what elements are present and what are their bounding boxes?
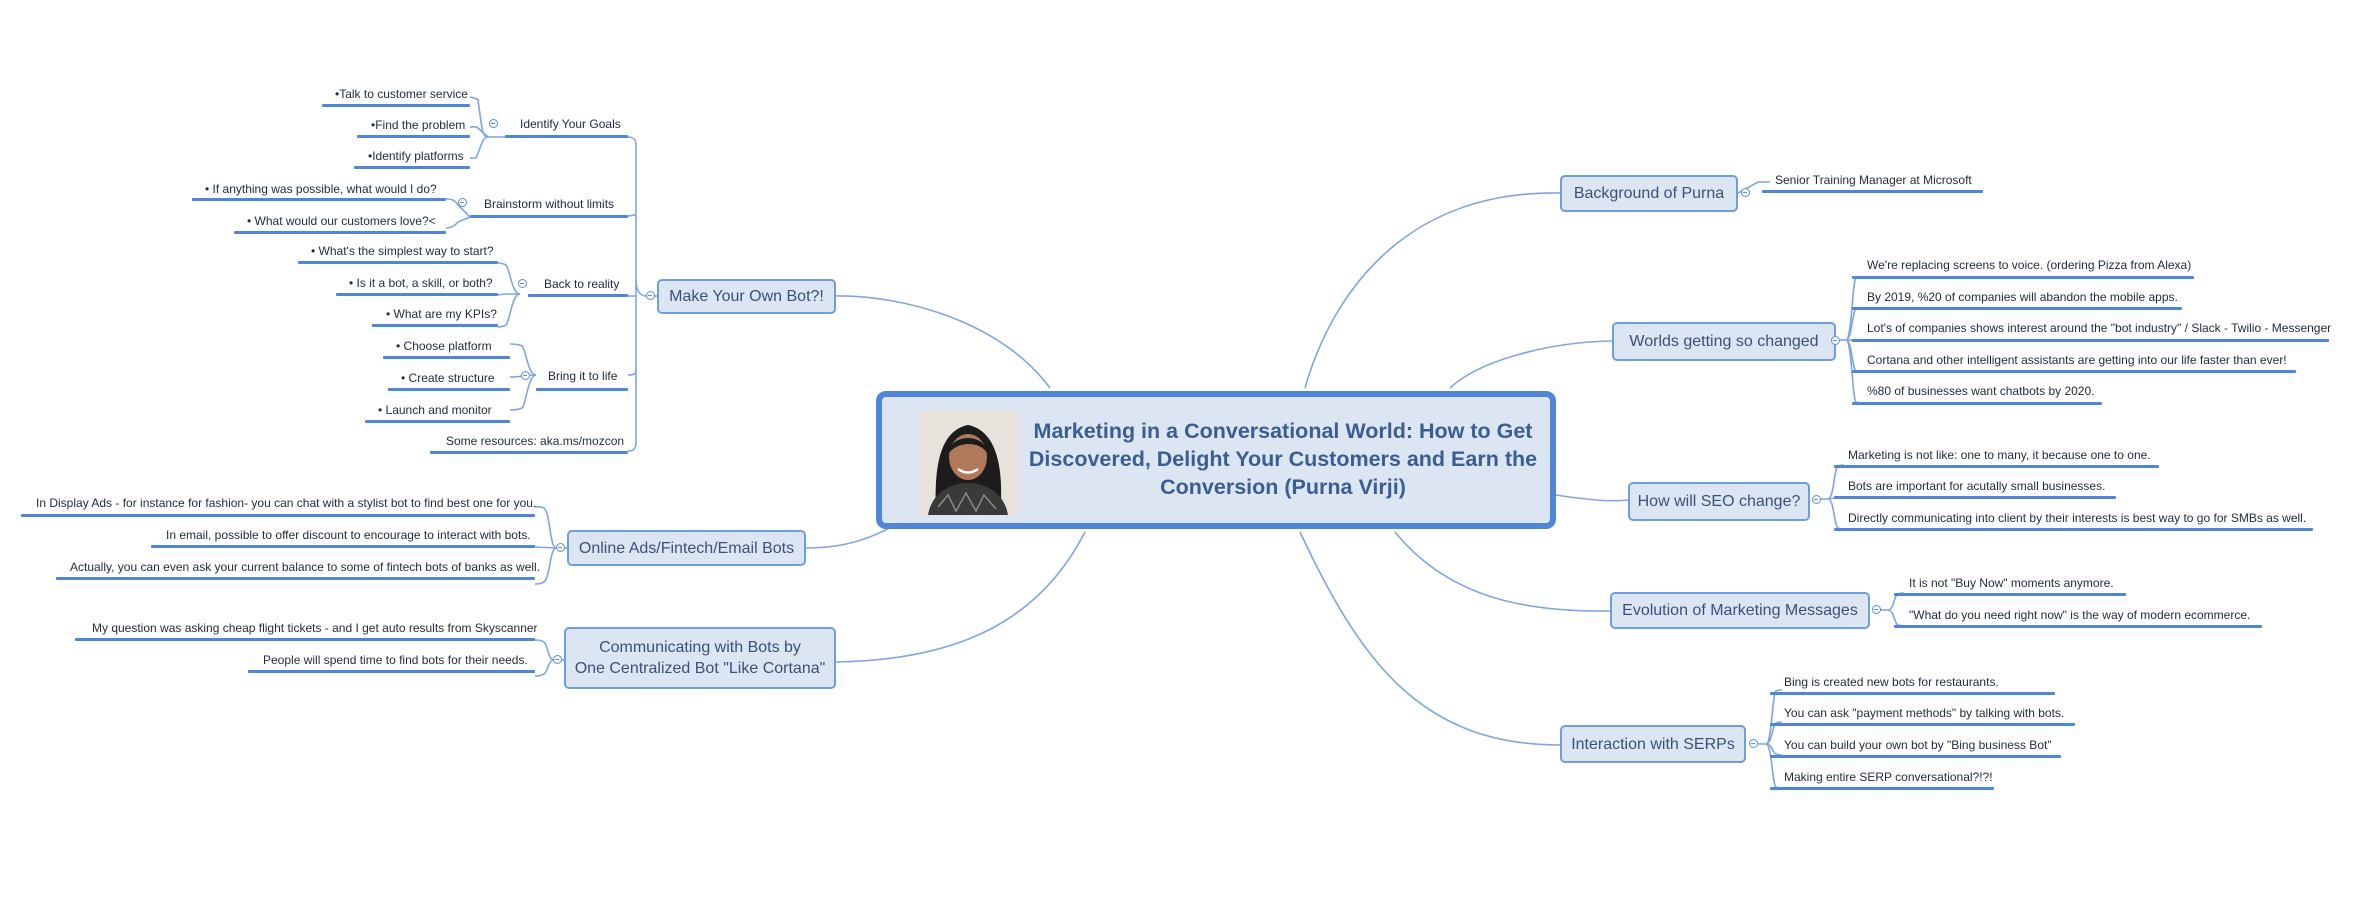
collapse-toggle-icon[interactable]	[556, 543, 565, 552]
list-item: %80 of businesses want chatbots by 2020.	[1867, 384, 2095, 398]
central-title: Marketing in a Conversational World: How…	[1028, 419, 1538, 499]
item-underline	[357, 135, 470, 138]
list-item: People will spend time to find bots for …	[263, 653, 528, 667]
item-underline	[372, 324, 498, 327]
list-item: Bing is created new bots for restaurants…	[1784, 675, 1999, 689]
item-underline	[1834, 465, 2159, 468]
item-underline	[388, 388, 510, 391]
list-item: My question was asking cheap flight tick…	[92, 621, 538, 635]
group-brainstorm[interactable]: Brainstorm without limits	[484, 197, 615, 211]
list-item: • Is it a bot, a skill, or both?	[349, 276, 493, 290]
list-item: • If anything was possible, what would I…	[205, 182, 437, 196]
branch-underline	[470, 215, 628, 218]
item-underline	[21, 514, 535, 517]
item-underline	[354, 166, 470, 169]
item-underline	[365, 420, 510, 423]
topic-communicating-with-bots[interactable]: Communicating with Bots by One Centraliz…	[564, 627, 836, 689]
item-underline	[1834, 496, 2116, 499]
list-item: Bots are important for acutally small bu…	[1848, 479, 2106, 493]
collapse-toggle-icon[interactable]	[1749, 739, 1758, 748]
item-underline	[192, 198, 446, 201]
item-underline	[1770, 723, 2075, 726]
item-underline	[56, 577, 535, 580]
list-item: You can build your own bot by "Bing busi…	[1784, 738, 2052, 752]
item-underline	[1770, 692, 2055, 695]
resources-link[interactable]: Some resources: aka.ms/mozcon	[446, 434, 625, 448]
item-underline	[248, 670, 535, 673]
item-underline	[1894, 593, 2126, 596]
item-underline	[1834, 528, 2313, 531]
item-underline	[1852, 402, 2102, 405]
topic-background-of-purna[interactable]: Background of Purna	[1560, 175, 1738, 212]
collapse-toggle-icon[interactable]	[1741, 188, 1750, 197]
collapse-toggle-icon[interactable]	[646, 291, 655, 300]
list-item: Making entire SERP conversational?!?!	[1784, 770, 1993, 784]
topic-make-your-own-bot[interactable]: Make Your Own Bot?!	[657, 279, 836, 314]
topic-online-ads[interactable]: Online Ads/Fintech/Email Bots	[567, 530, 806, 566]
list-item: Cortana and other intelligent assistants…	[1867, 353, 2287, 367]
list-item: • What are my KPIs?	[386, 307, 497, 321]
item-underline	[1770, 787, 1994, 790]
branch-underline	[505, 135, 628, 138]
list-item: We're replacing screens to voice. (order…	[1867, 258, 2192, 272]
topic-worlds-getting-changed[interactable]: Worlds getting so changed	[1612, 322, 1836, 361]
item-underline	[322, 104, 470, 107]
collapse-toggle-icon[interactable]	[553, 655, 562, 664]
list-item: •Identify platforms	[368, 149, 464, 163]
collapse-toggle-icon[interactable]	[518, 279, 527, 288]
person-portrait-icon	[918, 411, 1018, 515]
collapse-toggle-icon[interactable]	[1812, 495, 1821, 504]
list-item: Actually, you can even ask your current …	[70, 560, 541, 574]
collapse-toggle-icon[interactable]	[521, 371, 530, 380]
list-item: • Choose platform	[396, 339, 492, 353]
list-item: Directly communicating into client by th…	[1848, 511, 2307, 525]
list-item: Marketing is not like: one to many, it b…	[1848, 448, 2151, 462]
list-item: Lot's of companies shows interest around…	[1867, 321, 2332, 335]
item-underline	[1852, 307, 2182, 310]
topic-evolution-of-marketing-messages[interactable]: Evolution of Marketing Messages	[1610, 592, 1870, 629]
list-item: In Display Ads - for instance for fashio…	[36, 496, 537, 510]
collapse-toggle-icon[interactable]	[1872, 605, 1881, 614]
list-item: By 2019, %20 of companies will abandon t…	[1867, 290, 2178, 304]
list-item: •Find the problem	[371, 118, 466, 132]
item-underline	[1852, 339, 2329, 342]
list-item: "What do you need right now" is the way …	[1909, 608, 2251, 622]
topic-interaction-with-serps[interactable]: Interaction with SERPs	[1560, 725, 1746, 763]
branch-underline	[536, 388, 628, 391]
list-item: You can ask "payment methods" by talking…	[1784, 706, 2065, 720]
item-underline	[336, 293, 498, 296]
list-item: Senior Training Manager at Microsoft	[1775, 173, 1972, 187]
list-item: In email, possible to offer discount to …	[166, 528, 531, 542]
list-item: • Create structure	[401, 371, 495, 385]
collapse-toggle-icon[interactable]	[1831, 336, 1840, 345]
item-underline	[383, 356, 510, 359]
topic-seo-change[interactable]: How will SEO change?	[1628, 482, 1810, 521]
list-item: • What would our customers love?<	[247, 214, 436, 228]
central-topic[interactable]: Marketing in a Conversational World: How…	[876, 391, 1556, 529]
item-underline	[1852, 276, 2194, 279]
list-item: •Talk to customer service	[335, 87, 468, 101]
item-underline	[1852, 370, 2296, 373]
item-underline	[75, 638, 535, 641]
branch-underline	[528, 294, 628, 297]
branch-underline	[430, 451, 628, 454]
item-underline	[234, 231, 446, 234]
item-underline	[1894, 625, 2262, 628]
item-underline	[1770, 755, 2061, 758]
list-item: • Launch and monitor	[378, 403, 492, 417]
group-bring-it-to-life[interactable]: Bring it to life	[548, 369, 618, 383]
list-item: • What's the simplest way to start?	[311, 244, 494, 258]
item-underline	[298, 261, 498, 264]
group-identify-your-goals[interactable]: Identify Your Goals	[520, 117, 621, 131]
group-back-to-reality[interactable]: Back to reality	[544, 277, 620, 291]
list-item: It is not "Buy Now" moments anymore.	[1909, 576, 2114, 590]
collapse-toggle-icon[interactable]	[458, 198, 467, 207]
item-underline	[151, 545, 535, 548]
item-underline	[1762, 190, 1983, 193]
collapse-toggle-icon[interactable]	[489, 119, 498, 128]
